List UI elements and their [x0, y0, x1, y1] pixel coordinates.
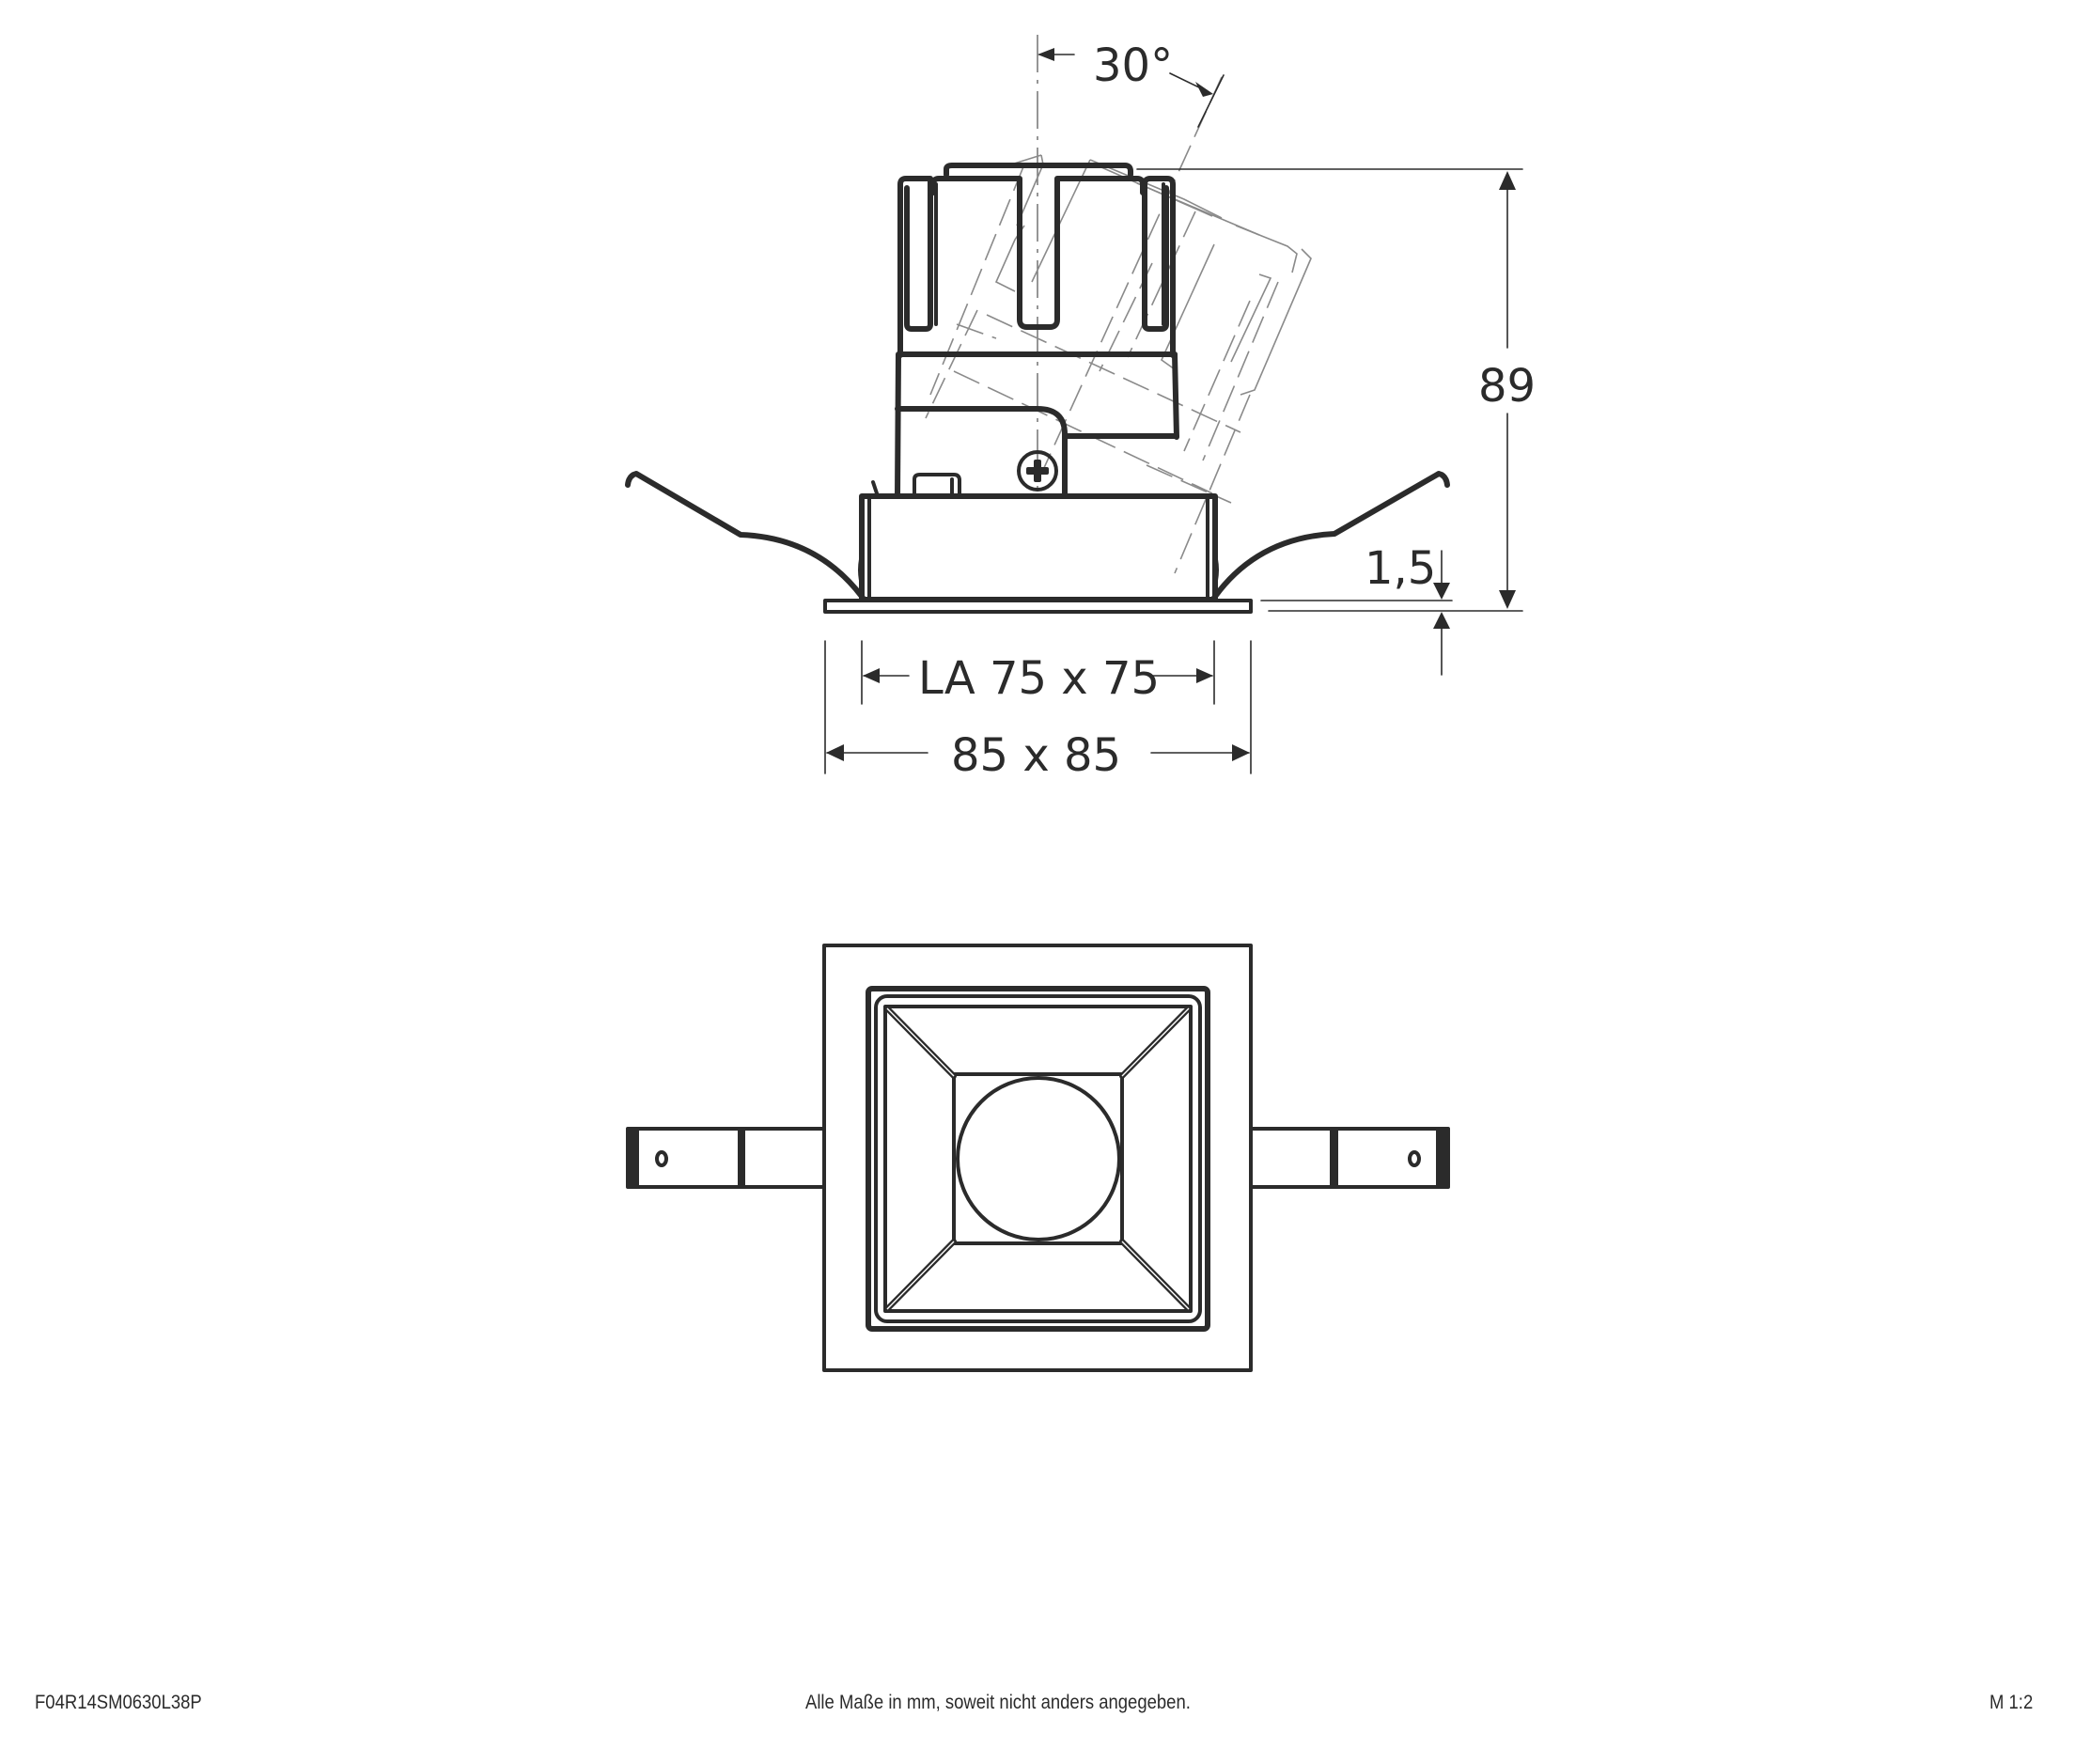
- cutout-label: LA 75 x 75: [918, 652, 1160, 705]
- cutout-dimension: LA 75 x 75: [861, 640, 1215, 705]
- trim-body: [859, 493, 1218, 602]
- scale-label: M 1:2: [1989, 1692, 2034, 1713]
- right-mounting-bar: [1249, 1127, 1450, 1189]
- overall-label: 85 x 85: [951, 729, 1121, 782]
- right-spring: [1211, 471, 1450, 601]
- dimensions-note: Alle Maße in mm, soweit nicht anders ang…: [805, 1692, 1191, 1713]
- adjustment-screw-icon: [1017, 450, 1058, 492]
- left-spring: [625, 471, 866, 601]
- screw-hole-icon: [655, 1150, 668, 1167]
- reflector-diagonals: [884, 1006, 1192, 1312]
- clip: [913, 473, 961, 498]
- screw-hole-icon: [1408, 1150, 1421, 1167]
- angle-dimension: 30°: [1038, 39, 1225, 128]
- overall-dimension: 85 x 85: [824, 640, 1252, 782]
- flange-thickness-dimension: 1,5: [1260, 542, 1453, 676]
- top-plate: [944, 163, 1133, 178]
- reflector-center: [952, 1072, 1124, 1245]
- right-fin: [1142, 176, 1176, 358]
- height-dimension: 89: [1136, 168, 1536, 612]
- flange: [823, 599, 1253, 614]
- inner-frame: [866, 986, 1210, 1332]
- led-lens: [956, 1076, 1121, 1241]
- flange-thickness-label: 1,5: [1365, 542, 1436, 595]
- angle-label: 30°: [1093, 39, 1173, 92]
- height-label: 89: [1478, 360, 1536, 413]
- top-view: [626, 944, 1450, 1372]
- side-view: 30° 89 1,5: [625, 35, 1536, 782]
- left-mounting-bar: [626, 1127, 826, 1189]
- article-number: F04R14SM0630L38P: [35, 1692, 202, 1713]
- center-fin: [928, 176, 1146, 330]
- left-fin: [897, 176, 933, 358]
